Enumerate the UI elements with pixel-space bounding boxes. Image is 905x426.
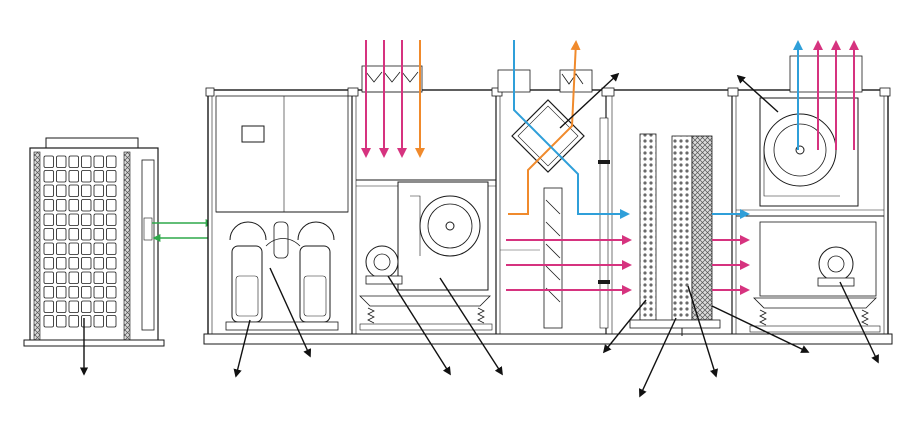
condenser-fin-cell xyxy=(68,286,79,299)
condenser-fin-cell xyxy=(68,170,79,183)
condenser-fin-cell xyxy=(56,155,67,168)
condenser-fin-cell xyxy=(106,155,117,168)
condenser-fin-cell xyxy=(43,315,54,328)
condenser-fin-cell xyxy=(93,242,104,255)
condenser-icon xyxy=(43,155,117,328)
condenser-fin-cell xyxy=(68,300,79,313)
condenser-fin-cell xyxy=(93,170,104,183)
condenser-fin-cell xyxy=(81,271,92,284)
supply-airflow xyxy=(513,40,803,219)
condenser-fin-cell xyxy=(106,257,117,270)
condenser-fin-cell xyxy=(93,257,104,270)
condenser-fin-cell xyxy=(106,170,117,183)
condenser-fin-cell xyxy=(43,300,54,313)
condenser-fin-cell xyxy=(81,170,92,183)
condenser-fin-cell xyxy=(106,271,117,284)
condenser-fin-cell xyxy=(93,155,104,168)
condenser-fin-cell xyxy=(43,199,54,212)
condenser-fin-cell xyxy=(81,286,92,299)
outdoor-condenser xyxy=(23,137,165,347)
condenser-fin-cell xyxy=(93,271,104,284)
motor-icon xyxy=(817,246,855,287)
condenser-fin-cell xyxy=(43,213,54,226)
condenser-fin-cell xyxy=(81,155,92,168)
damper-icon xyxy=(365,71,419,83)
condenser-fin-cell xyxy=(93,199,104,212)
condenser-fin-cell xyxy=(93,228,104,241)
condenser-fin-cell xyxy=(56,315,67,328)
condenser-fin-cell xyxy=(56,300,67,313)
condenser-fin-cell xyxy=(93,213,104,226)
exhaust-airflow xyxy=(361,40,859,295)
condenser-fin-cell xyxy=(43,286,54,299)
condenser-fin-cell xyxy=(81,242,92,255)
fan-wheel-icon xyxy=(410,195,481,257)
condenser-fin-cell xyxy=(106,286,117,299)
condenser-fin-cell xyxy=(68,257,79,270)
condenser-fin-cell xyxy=(68,155,79,168)
recovery-section xyxy=(497,69,593,329)
condenser-fin-cell xyxy=(106,228,117,241)
condenser-fin-cell xyxy=(106,213,117,226)
condenser-fin-cell xyxy=(106,184,117,197)
condenser-fin-cell xyxy=(56,199,67,212)
condenser-fin-cell xyxy=(56,184,67,197)
compressor-section xyxy=(215,95,349,331)
condenser-fin-cell xyxy=(81,300,92,313)
condenser-fin-cell xyxy=(68,242,79,255)
condenser-fin-cell xyxy=(106,242,117,255)
fresh-airflow xyxy=(415,40,581,215)
condenser-fin-cell xyxy=(81,213,92,226)
condenser-fin-cell xyxy=(93,184,104,197)
condenser-fin-cell xyxy=(43,271,54,284)
condenser-fin-cell xyxy=(93,286,104,299)
condenser-fin-cell xyxy=(56,271,67,284)
condenser-fin-cell xyxy=(43,257,54,270)
condenser-fin-cell xyxy=(81,257,92,270)
condenser-fin-cell xyxy=(68,271,79,284)
heat-exchanger-icon xyxy=(691,135,713,321)
condenser-fin-cell xyxy=(93,300,104,313)
condenser-fin-cell xyxy=(68,184,79,197)
condenser-fin-cell xyxy=(106,300,117,313)
condenser-fin-cell xyxy=(93,315,104,328)
condenser-fin-cell xyxy=(81,315,92,328)
damper-icon xyxy=(543,187,563,329)
condenser-fin-cell xyxy=(81,184,92,197)
condenser-fin-cell xyxy=(56,242,67,255)
supply-fan-section xyxy=(736,55,884,333)
spring-isolator-icon xyxy=(367,307,485,324)
compressor-icon xyxy=(225,221,339,331)
condenser-fin-cell xyxy=(106,315,117,328)
condenser-fin-cell xyxy=(81,228,92,241)
condenser-fin-cell xyxy=(106,199,117,212)
condenser-fin-cell xyxy=(68,315,79,328)
condenser-fin-cell xyxy=(43,184,54,197)
coil-section xyxy=(598,117,721,336)
condenser-fin-cell xyxy=(43,228,54,241)
condenser-fin-cell xyxy=(56,228,67,241)
spring-isolator-icon xyxy=(759,309,869,326)
condenser-fin-cell xyxy=(43,155,54,168)
motor-icon xyxy=(365,245,403,285)
condenser-fin-cell xyxy=(56,213,67,226)
condenser-fin-cell xyxy=(56,257,67,270)
exhaust-fan-section xyxy=(356,65,496,331)
condenser-fin-cell xyxy=(56,286,67,299)
condenser-fin-cell xyxy=(81,199,92,212)
callout-arrows xyxy=(79,72,879,398)
heat-exchanger-icon xyxy=(511,99,585,173)
condenser-fin-cell xyxy=(43,242,54,255)
condenser-fin-cell xyxy=(56,170,67,183)
condenser-fin-cell xyxy=(43,170,54,183)
condenser-fin-cell xyxy=(68,228,79,241)
condenser-fin-cell xyxy=(68,213,79,226)
condenser-fin-cell xyxy=(68,199,79,212)
